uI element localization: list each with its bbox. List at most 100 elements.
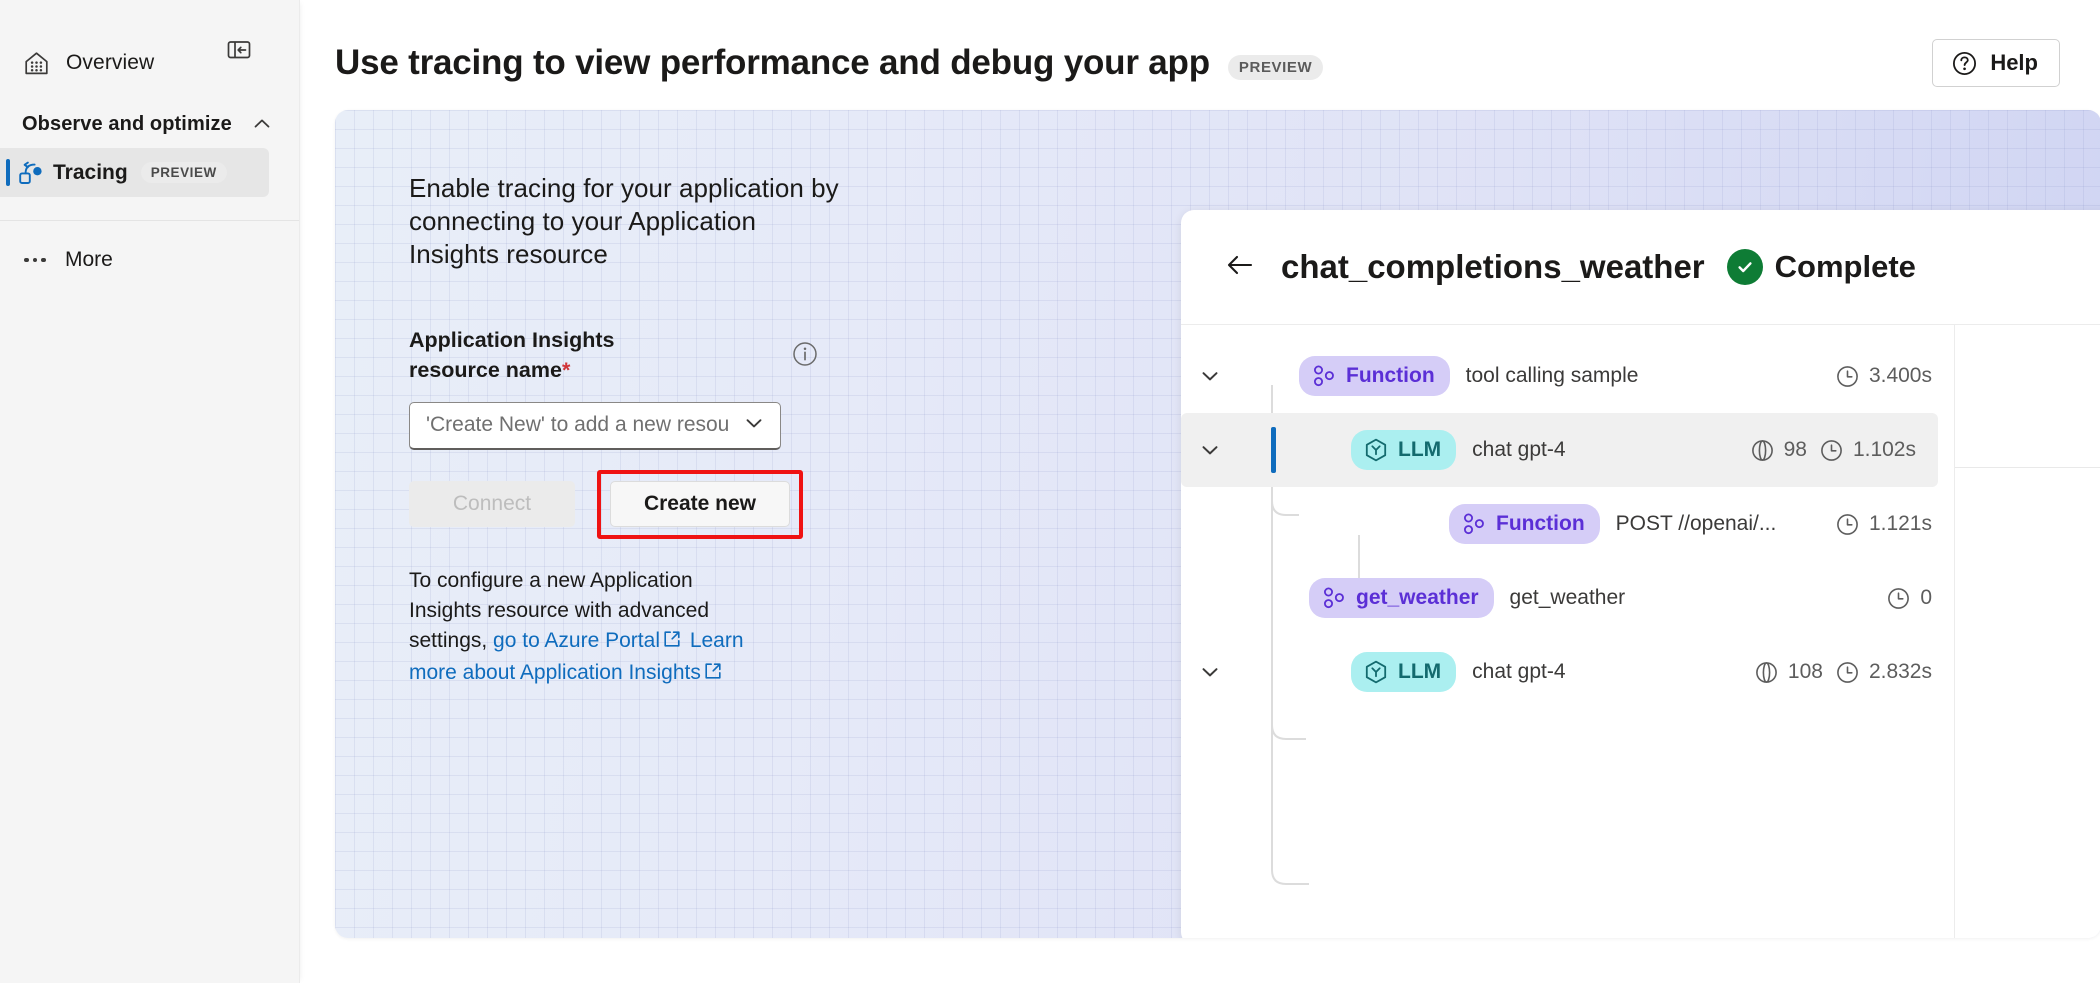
token-metric: 108 xyxy=(1754,660,1823,685)
span-name: chat gpt-4 xyxy=(1472,660,1566,683)
page-header: Use tracing to view performance and debu… xyxy=(299,0,2100,96)
sidebar-item-more-label: More xyxy=(65,248,113,271)
span-type-tag: get_weather xyxy=(1309,578,1494,618)
trace-preview-card: chat_completions_weather Complete xyxy=(1181,210,2100,938)
span-type-tag-label: LLM xyxy=(1398,438,1442,461)
trace-title: chat_completions_weather xyxy=(1281,248,1705,285)
duration-value: 3.400s xyxy=(1868,364,1932,387)
app-insights-resource-select[interactable]: 'Create New' to add a new resou xyxy=(409,401,781,450)
learn-more-app-insights-link[interactable]: Learn more about Application Insights xyxy=(409,628,744,684)
help-button[interactable]: Help xyxy=(1932,39,2060,87)
collapse-panel-button[interactable] xyxy=(222,33,256,67)
app-insights-field-label-text: Application Insights resource name xyxy=(409,328,615,382)
trace-row[interactable]: LLM chat gpt-4 98 1.102s xyxy=(1181,413,1938,487)
token-metric: 98 xyxy=(1750,438,1807,463)
sidebar-divider xyxy=(0,220,299,221)
span-type-tag-label: get_weather xyxy=(1356,586,1479,609)
status-badge: Complete xyxy=(1726,249,1916,285)
trace-row[interactable]: get_weather get_weather 0 xyxy=(1181,561,1954,635)
span-name: tool calling sample xyxy=(1465,364,1639,387)
span-name: get_weather xyxy=(1509,586,1626,609)
sidebar-tracing-preview-badge: PREVIEW xyxy=(140,161,227,184)
back-arrow-icon xyxy=(1227,255,1253,274)
create-new-highlight: Create new xyxy=(597,469,803,539)
span-type-tag: LLM xyxy=(1351,652,1457,692)
duration-metric: 1.121s xyxy=(1835,512,1932,537)
connect-button[interactable]: Connect xyxy=(409,481,575,528)
sidebar-item-overview-label: Overview xyxy=(66,51,155,74)
span-metrics: 3.400s xyxy=(1835,364,1954,389)
status-text: Complete xyxy=(1774,249,1916,284)
info-button[interactable] xyxy=(791,340,819,373)
create-new-button[interactable]: Create new xyxy=(610,480,790,527)
duration-value: 1.102s xyxy=(1852,438,1916,461)
trace-card-header: chat_completions_weather Complete xyxy=(1181,210,2100,325)
trace-row[interactable]: LLM chat gpt-4 108 2.832s xyxy=(1181,635,1954,709)
duration-metric: 1.102s xyxy=(1819,438,1916,463)
chevron-down-icon xyxy=(1202,668,1218,677)
sidebar-item-tracing-label: Tracing xyxy=(53,160,128,184)
required-marker: * xyxy=(561,357,571,382)
token-count: 108 xyxy=(1787,660,1823,683)
clock-icon xyxy=(1837,365,1858,387)
tracing-icon xyxy=(19,161,42,184)
row-expand-toggle[interactable] xyxy=(1181,363,1239,389)
function-nodes-icon xyxy=(1324,587,1344,609)
function-nodes-icon xyxy=(1464,513,1484,535)
main-content: Use tracing to view performance and debu… xyxy=(299,0,2100,983)
sidebar-item-overview[interactable]: Overview xyxy=(10,39,289,87)
question-circle-icon xyxy=(1953,51,1977,75)
tracing-hero-panel: Enable tracing for your application by c… xyxy=(335,110,2100,938)
sidebar-group-observe-and-optimize[interactable]: Observe and optimize xyxy=(10,104,289,144)
go-to-azure-portal-link[interactable]: go to Azure Portal xyxy=(493,628,660,652)
duration-metric: 2.832s xyxy=(1835,660,1932,685)
hero-note: To configure a new Application Insights … xyxy=(409,566,759,690)
left-sidebar: Overview Observe and optimize Tracing PR… xyxy=(0,0,299,983)
app-insights-resource-select-value: 'Create New' to add a new resou xyxy=(426,413,730,437)
app-insights-field-label: Application Insights resource name* xyxy=(409,326,709,385)
duration-metric: 3.400s xyxy=(1835,364,1932,389)
span-metrics: 0 xyxy=(1886,586,1954,611)
page-title: Use tracing to view performance and debu… xyxy=(335,43,1210,82)
sidebar-group-label: Observe and optimize xyxy=(22,112,232,135)
span-type-tag-label: LLM xyxy=(1398,660,1442,683)
span-type-tag-label: Function xyxy=(1496,512,1585,535)
field-label-row: Application Insights resource name* xyxy=(409,326,819,385)
function-nodes-icon xyxy=(1314,365,1334,387)
span-type-tag: LLM xyxy=(1351,430,1457,470)
duration-value: 2.832s xyxy=(1868,660,1932,683)
clock-icon xyxy=(1837,513,1858,535)
span-name: chat gpt-4 xyxy=(1472,438,1566,461)
back-button[interactable] xyxy=(1221,248,1259,287)
row-expand-toggle[interactable] xyxy=(1181,437,1239,463)
external-link-icon xyxy=(662,628,682,658)
llm-hexagon-icon xyxy=(1365,438,1387,462)
hero-form: Enable tracing for your application by c… xyxy=(409,172,839,690)
token-icon xyxy=(1755,661,1777,683)
chevron-down-icon xyxy=(1202,372,1218,381)
help-button-label: Help xyxy=(1990,50,2038,75)
home-icon xyxy=(25,51,48,74)
span-metrics: 98 1.102s xyxy=(1750,438,1938,463)
trace-detail-pane xyxy=(1954,325,2100,938)
clock-icon xyxy=(1888,587,1910,609)
sidebar-item-more[interactable]: More xyxy=(10,236,289,284)
ellipsis-icon xyxy=(24,257,52,263)
token-count: 98 xyxy=(1783,438,1807,461)
span-metrics: 1.121s xyxy=(1835,512,1954,537)
sidebar-item-tracing[interactable]: Tracing PREVIEW xyxy=(0,148,269,197)
span-metrics: 108 2.832s xyxy=(1754,660,1954,685)
chevron-up-icon xyxy=(254,119,270,128)
hero-button-row: Connect Create new xyxy=(409,469,839,539)
row-expand-toggle[interactable] xyxy=(1181,659,1239,685)
page-preview-badge: PREVIEW xyxy=(1227,54,1324,80)
span-type-tag: Function xyxy=(1449,504,1600,544)
clock-icon xyxy=(1837,661,1858,683)
duration-value: 1.121s xyxy=(1868,512,1932,535)
